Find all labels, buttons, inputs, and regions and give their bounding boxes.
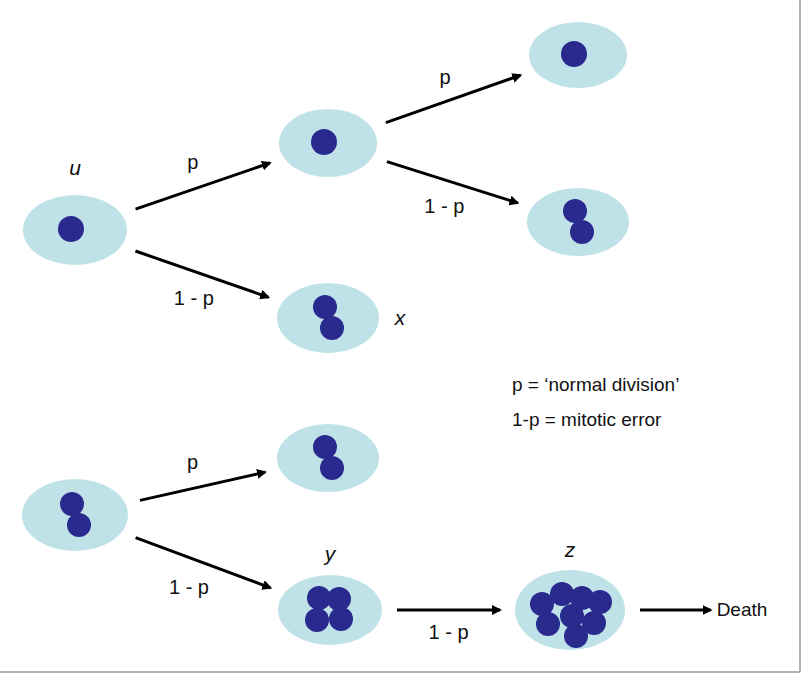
cell-node: [278, 108, 378, 178]
arrow-connector: [397, 609, 500, 612]
cell-drawing: [526, 187, 630, 257]
nucleus: [536, 612, 560, 636]
probability-label: p: [184, 451, 201, 474]
nucleus: [570, 220, 594, 244]
nucleus: [67, 513, 91, 537]
cell-drawing: [277, 574, 383, 646]
cell-drawing: [276, 282, 380, 354]
arrow-connector: [640, 609, 711, 612]
arrow-connector: [136, 163, 270, 209]
nucleus: [311, 129, 337, 155]
probability-label: p: [184, 151, 201, 174]
cell-drawing: [22, 194, 128, 266]
nucleus: [313, 295, 337, 319]
cell-drawing: [514, 569, 626, 651]
cell-body: [23, 195, 127, 265]
cell-node: [21, 478, 129, 552]
nucleus: [563, 199, 587, 223]
cell-body: [527, 188, 629, 256]
legend-note: 1-p = mitotic error: [512, 409, 661, 431]
cell-drawing: [276, 423, 380, 493]
arrow-connector: [140, 472, 265, 500]
cell-node: [276, 423, 380, 493]
end-label: Death: [713, 597, 772, 623]
cell-body: [529, 22, 627, 88]
cell-drawing: [528, 21, 628, 89]
probability-label: p: [437, 65, 454, 88]
nucleus: [564, 624, 588, 648]
probability-label: 1 - p: [166, 575, 212, 598]
cell-node: u: [22, 194, 128, 266]
nucleus: [305, 608, 329, 632]
cell-label: z: [565, 538, 576, 562]
nucleus: [313, 435, 337, 459]
cell-node: x: [276, 282, 380, 354]
nucleus: [550, 582, 574, 606]
cell-node: y: [277, 574, 383, 646]
cell-label: u: [69, 156, 81, 180]
text-node: Death: [713, 597, 772, 623]
cell-body: [279, 109, 377, 177]
cell-node: [528, 21, 628, 89]
cell-body: [278, 575, 382, 645]
nucleus: [320, 316, 344, 340]
nucleus: [560, 604, 584, 628]
cell-node: z: [514, 569, 626, 651]
cell-body: [277, 424, 379, 492]
nucleus: [320, 456, 344, 480]
nucleus: [58, 216, 84, 242]
cell-body: [277, 283, 379, 353]
legend-note: p = ‘normal division’: [512, 374, 679, 396]
probability-label: 1 - p: [425, 621, 471, 644]
nucleus: [561, 41, 587, 67]
nucleus: [60, 492, 84, 516]
probability-label: 1 - p: [171, 287, 217, 310]
nucleus: [329, 607, 353, 631]
cell-body: [22, 479, 128, 551]
cell-drawing: [21, 478, 129, 552]
cell-drawing: [278, 108, 378, 178]
cell-node: [526, 187, 630, 257]
nucleus: [588, 590, 612, 614]
cell-label: x: [395, 306, 406, 330]
probability-label: 1 - p: [421, 195, 467, 218]
cell-label: y: [325, 542, 336, 566]
cell-body: [515, 570, 625, 650]
